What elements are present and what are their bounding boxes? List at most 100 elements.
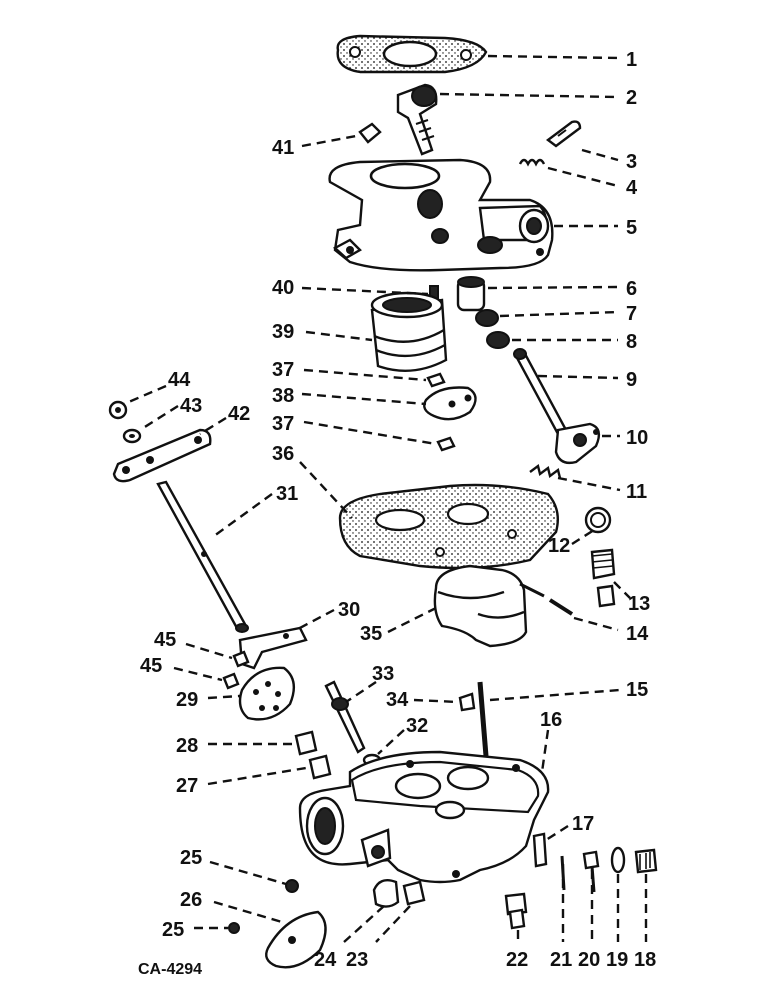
leader-40 bbox=[301, 286, 429, 296]
part-15-tube bbox=[477, 681, 489, 757]
part-44-nut bbox=[108, 400, 128, 420]
part-24-bushing bbox=[372, 879, 400, 908]
callout-10: 10 bbox=[626, 427, 648, 449]
part-26-throttle-plate bbox=[265, 910, 327, 969]
callout-40: 40 bbox=[272, 277, 294, 299]
part-25-screw-upper bbox=[285, 879, 299, 893]
leader-1 bbox=[487, 54, 619, 60]
part-36-bowl-cover-gasket bbox=[338, 483, 559, 570]
part-10-choke-lever bbox=[554, 422, 601, 465]
callout-27: 27 bbox=[176, 775, 198, 797]
part-18-plug bbox=[634, 848, 658, 874]
callout-20: 20 bbox=[578, 949, 600, 971]
part-19-gasket bbox=[610, 846, 626, 874]
part-37-screw-lower bbox=[436, 436, 456, 452]
callout-32: 32 bbox=[406, 715, 428, 737]
callout-36: 36 bbox=[272, 443, 294, 465]
parts-layer bbox=[108, 34, 658, 969]
part-7-seal bbox=[475, 309, 499, 327]
part-3-screw bbox=[546, 120, 582, 148]
leader-31 bbox=[213, 493, 273, 537]
part-22-drain-plug bbox=[504, 892, 528, 930]
part-6-bushing bbox=[456, 276, 486, 312]
callout-31: 31 bbox=[276, 483, 298, 505]
leader-2 bbox=[439, 92, 619, 99]
leader-26 bbox=[213, 900, 283, 924]
part-42-throttle-lever bbox=[112, 428, 212, 483]
part-23-plug bbox=[402, 880, 426, 906]
callout-41: 41 bbox=[272, 137, 294, 159]
part-2-elbow-fitting bbox=[396, 83, 438, 156]
part-35-float bbox=[433, 564, 545, 648]
leader-17 bbox=[545, 824, 569, 842]
leader-36 bbox=[299, 461, 353, 519]
callout-15: 15 bbox=[626, 679, 648, 701]
part-28-bushing bbox=[294, 730, 318, 756]
part-5-air-horn-body bbox=[328, 158, 554, 272]
callout-44: 44 bbox=[168, 369, 191, 391]
leader-lines bbox=[123, 54, 648, 943]
leader-45b bbox=[173, 666, 223, 682]
callout-25-lower: 25 bbox=[162, 919, 184, 941]
leader-42 bbox=[199, 416, 227, 436]
leader-43 bbox=[139, 404, 179, 432]
callout-3: 3 bbox=[626, 151, 637, 173]
part-4-spring bbox=[518, 158, 546, 167]
part-45-screw-lower bbox=[222, 672, 240, 690]
leader-29 bbox=[207, 694, 241, 700]
callout-37-upper: 37 bbox=[272, 359, 294, 381]
leader-38 bbox=[301, 392, 427, 406]
part-34-plug bbox=[458, 692, 476, 712]
leader-12 bbox=[571, 528, 595, 546]
part-25-screw-lower bbox=[228, 922, 240, 934]
leader-14 bbox=[573, 616, 619, 632]
leader-45a bbox=[185, 642, 233, 660]
figure-code: CA-4294 bbox=[138, 961, 202, 978]
callout-12: 12 bbox=[548, 535, 570, 557]
leader-30 bbox=[295, 608, 335, 632]
part-30-bracket bbox=[238, 626, 308, 670]
part-41-plug bbox=[358, 122, 382, 144]
callout-9: 9 bbox=[626, 369, 637, 391]
callout-19: 19 bbox=[606, 949, 628, 971]
callout-5: 5 bbox=[626, 217, 637, 239]
callout-25-upper: 25 bbox=[180, 847, 202, 869]
leader-9 bbox=[537, 374, 619, 380]
callout-38: 38 bbox=[272, 385, 294, 407]
leader-35 bbox=[387, 606, 437, 634]
leader-6 bbox=[487, 285, 619, 290]
leader-16 bbox=[540, 729, 550, 773]
callout-43: 43 bbox=[180, 395, 202, 417]
part-39-venturi bbox=[370, 291, 448, 372]
callout-28: 28 bbox=[176, 735, 198, 757]
leader-4 bbox=[547, 166, 619, 188]
callout-21: 21 bbox=[550, 949, 572, 971]
leader-13 bbox=[613, 581, 631, 599]
callout-11: 11 bbox=[626, 481, 647, 503]
callout-23: 23 bbox=[346, 949, 368, 971]
leader-33 bbox=[345, 681, 377, 703]
part-12-gasket-ring bbox=[584, 506, 612, 534]
callout-18: 18 bbox=[634, 949, 656, 971]
leader-27 bbox=[207, 766, 307, 786]
part-37-screw-upper bbox=[426, 372, 446, 388]
leader-24 bbox=[343, 905, 385, 943]
callout-16: 16 bbox=[540, 709, 562, 731]
callout-14: 14 bbox=[626, 623, 649, 645]
part-27-bushing bbox=[308, 754, 332, 780]
callout-45-lower: 45 bbox=[140, 655, 162, 677]
part-29-throttle-plate bbox=[238, 666, 296, 721]
callout-37-lower: 37 bbox=[272, 413, 294, 435]
part-45-screw-upper bbox=[232, 650, 250, 668]
part-17-screw bbox=[532, 832, 548, 868]
leader-15 bbox=[489, 688, 621, 702]
callout-8: 8 bbox=[626, 331, 637, 353]
part-14-float-pin bbox=[548, 598, 574, 616]
leader-41 bbox=[301, 134, 357, 148]
callout-42: 42 bbox=[228, 403, 250, 425]
part-9-choke-shaft bbox=[513, 348, 568, 436]
part-38-choke-plate bbox=[423, 386, 477, 421]
leader-44 bbox=[123, 384, 167, 406]
callout-1: 1 bbox=[626, 49, 637, 71]
